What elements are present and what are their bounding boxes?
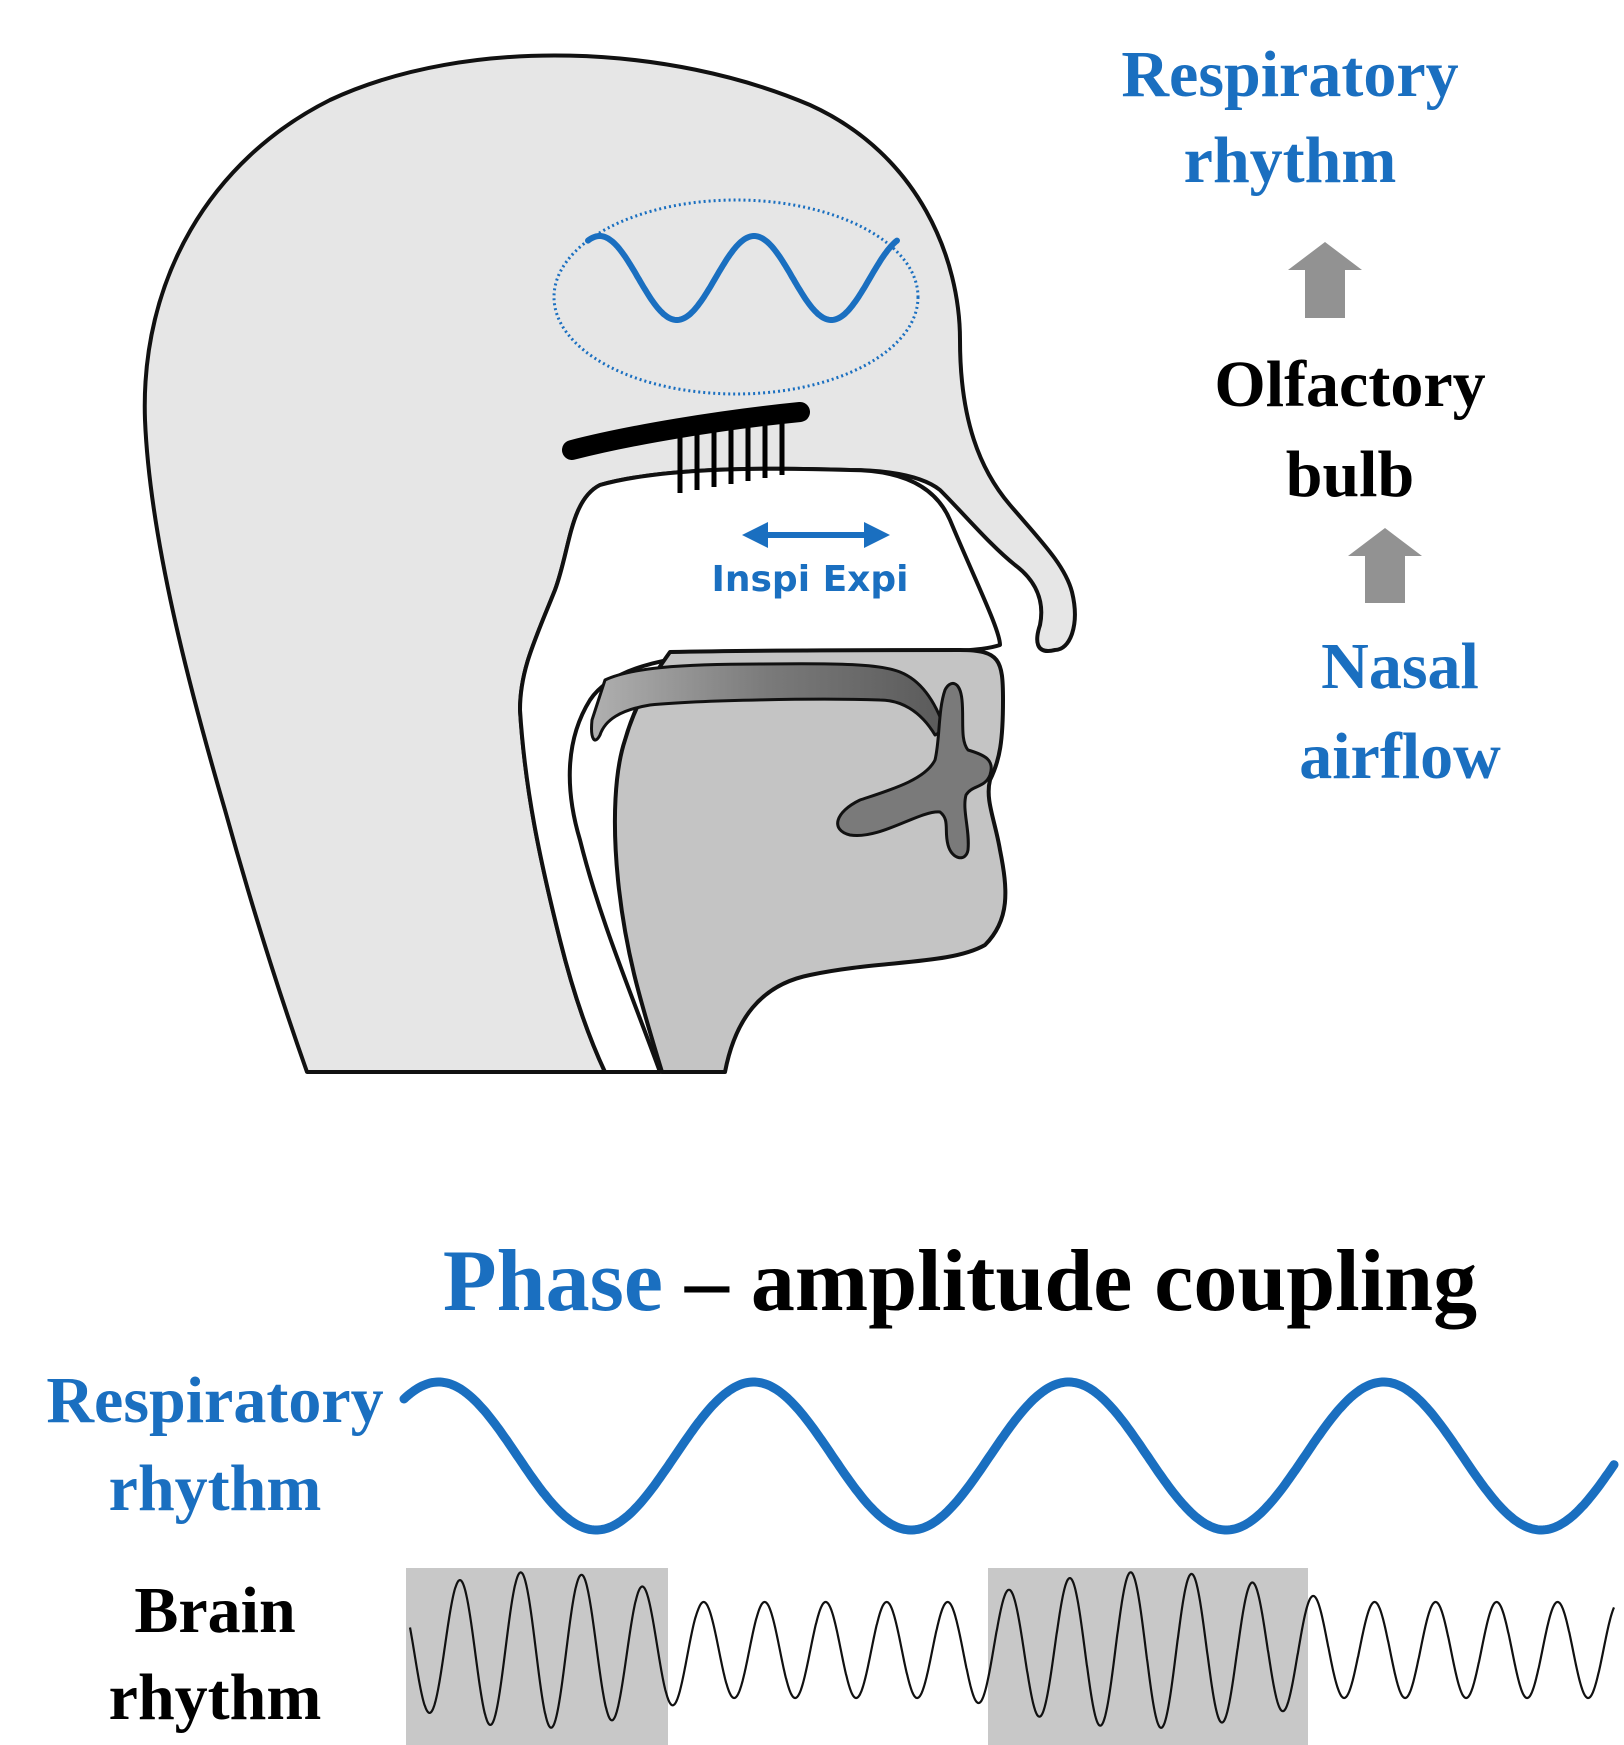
up-arrow-bottom	[1348, 528, 1422, 603]
pathway-top-line2: rhythm	[1080, 128, 1500, 194]
high-amplitude-window-2	[988, 1568, 1308, 1745]
pathway-bottom-line2: airflow	[1200, 724, 1600, 790]
brain-label-line1: Brain	[10, 1578, 420, 1644]
brain-label-line2: rhythm	[10, 1665, 420, 1731]
pathway-bottom-line1: Nasal	[1200, 634, 1600, 700]
pathway-top-line1: Respiratory	[1080, 42, 1500, 108]
pathway-middle-line1: Olfactory	[1150, 352, 1550, 418]
respiratory-label-line1: Respiratory	[10, 1368, 420, 1434]
coupling-title-phase: Phase	[443, 1233, 663, 1330]
head-illustration	[145, 55, 1075, 1072]
coupling-panel	[404, 1382, 1614, 1745]
coupling-title: Phase – amplitude coupling	[300, 1238, 1620, 1326]
up-arrow-top	[1288, 242, 1362, 318]
airflow-direction-label: Inspi Expi	[700, 562, 920, 598]
coupling-title-rest: – amplitude coupling	[685, 1233, 1477, 1330]
respiratory-rhythm-wave	[404, 1382, 1614, 1530]
pathway-middle-line2: bulb	[1150, 442, 1550, 508]
respiratory-label-line2: rhythm	[10, 1456, 420, 1522]
